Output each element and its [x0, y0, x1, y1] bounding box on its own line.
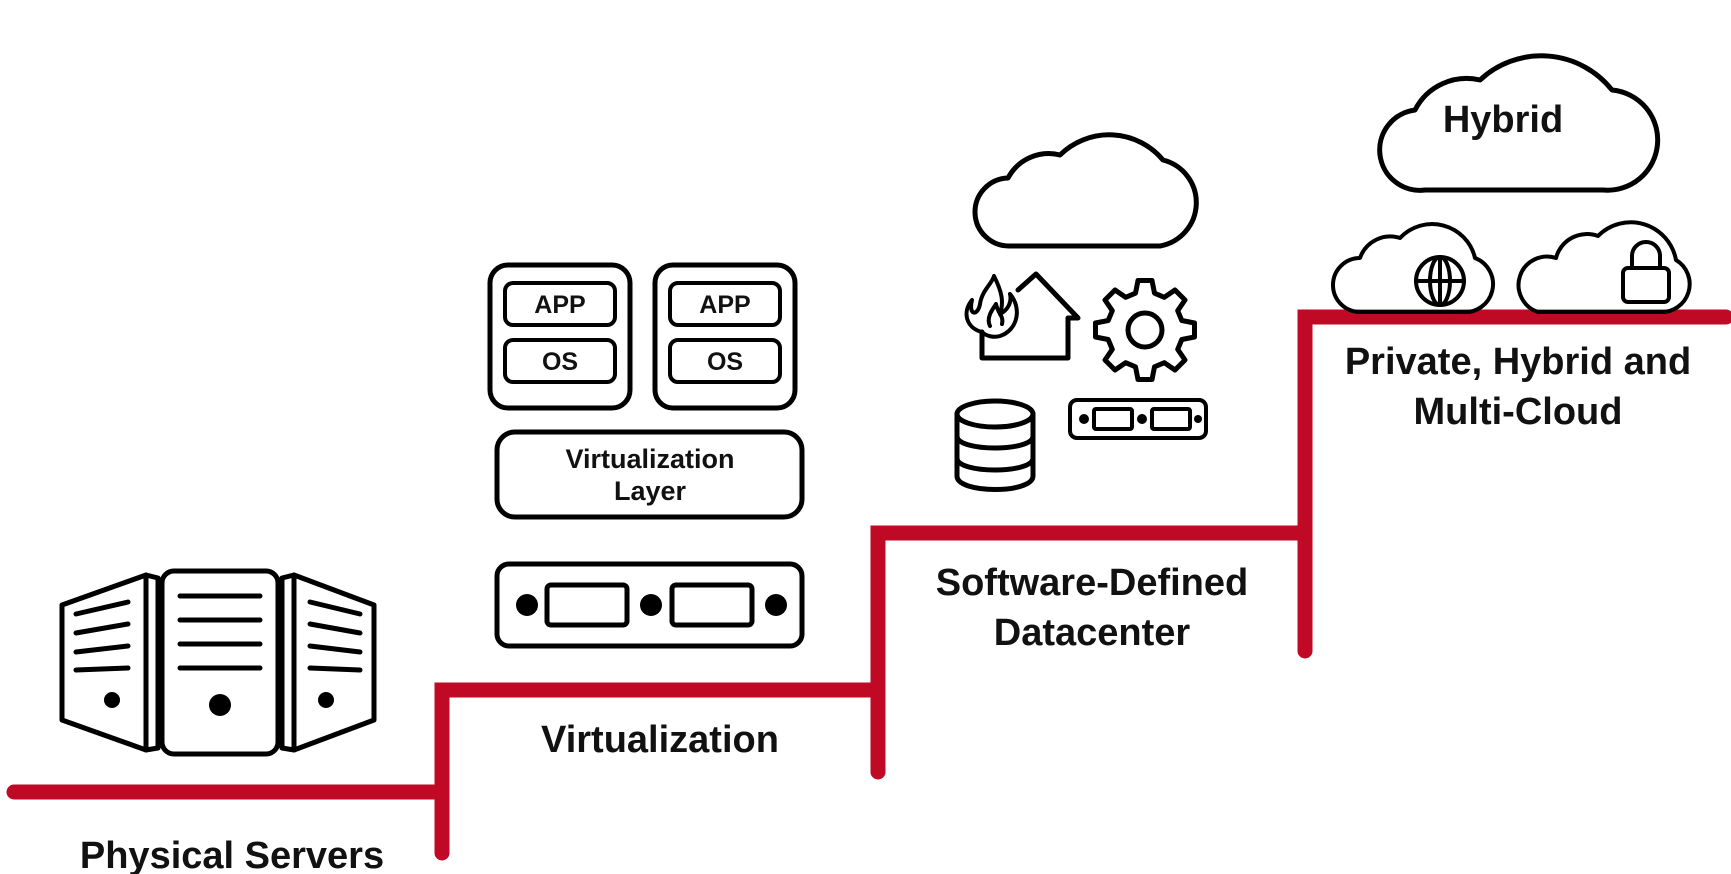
- hardware-card-small-icon: [1068, 398, 1208, 440]
- hybrid-cloud-icon: [1377, 53, 1661, 193]
- staircase-line: [6, 309, 1731, 861]
- stage-label-line: Multi-Cloud: [1414, 391, 1623, 433]
- vm1-os-label: OS: [542, 348, 578, 376]
- stage-label-line: Software-Defined: [936, 562, 1248, 604]
- stage-label-physical-servers: Physical Servers: [80, 835, 384, 874]
- stage-label-line: Datacenter: [994, 612, 1191, 654]
- virtualization-layer-line-1: Virtualization: [565, 444, 734, 474]
- virtualization-layer-line-2: Layer: [614, 476, 687, 506]
- hybrid-cloud-label: Hybrid: [1443, 99, 1563, 141]
- hardware-card-icon: [494, 561, 805, 649]
- stage-label-line: Virtualization: [541, 719, 779, 761]
- vm1-app-label: APP: [534, 291, 585, 319]
- vm-icon: [487, 262, 798, 411]
- stage-label-line: Private, Hybrid and: [1345, 341, 1691, 383]
- virtualization-layer-box: [494, 429, 805, 520]
- public-cloud-icon: [1331, 222, 1496, 315]
- database-icon: [954, 398, 1036, 492]
- gear-icon: [1093, 278, 1197, 382]
- firewall-icon: [964, 271, 1081, 361]
- vm2-app-label: APP: [699, 291, 750, 319]
- globe-icon: [1414, 255, 1466, 307]
- vm2-os-label: OS: [707, 348, 743, 376]
- stage-label-line: Physical Servers: [80, 835, 384, 874]
- cloud-icon: [972, 132, 1199, 249]
- server-tower-icon: [59, 568, 377, 757]
- lock-icon: [1621, 240, 1671, 304]
- private-cloud-icon: [1516, 220, 1692, 315]
- stage-label-virtualization: Virtualization: [541, 719, 779, 761]
